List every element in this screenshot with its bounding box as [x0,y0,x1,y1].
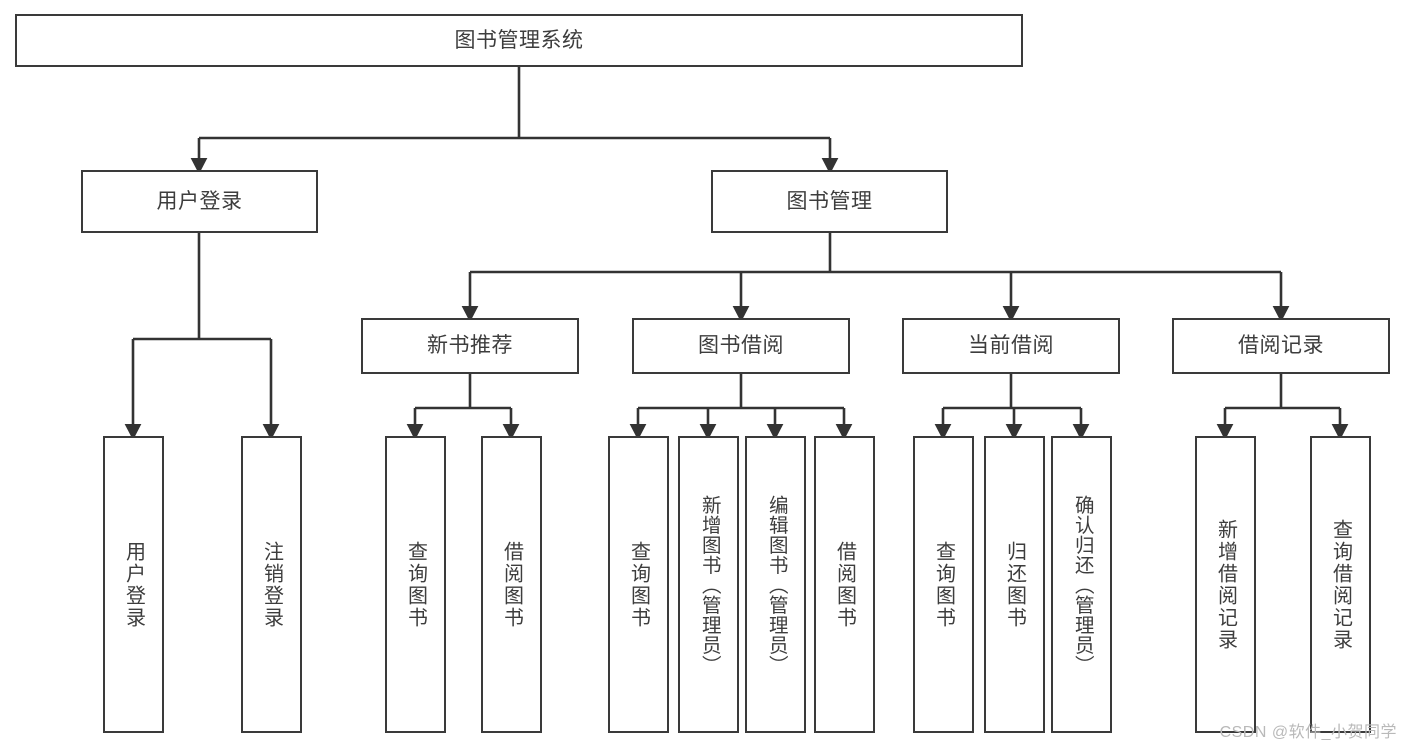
node-current-borrow-label: 当前借阅 [968,334,1054,358]
node-leaf-return-book-label: 归还图书 [1003,540,1026,629]
node-leaf-confirm-return-label: 确认归还（管理员） [1071,494,1094,675]
node-new-book-recommend-label: 新书推荐 [427,334,513,358]
node-leaf-logout-label: 注销登录 [260,540,283,629]
node-book-borrow[interactable]: 图书借阅 [632,318,850,374]
node-borrow-record-label: 借阅记录 [1238,334,1324,358]
node-leaf-add-record-label: 新增借阅记录 [1214,518,1237,651]
node-current-borrow[interactable]: 当前借阅 [902,318,1120,374]
node-leaf-query-record-label: 查询借阅记录 [1329,518,1352,651]
node-leaf-query-record[interactable]: 查询借阅记录 [1310,436,1371,733]
node-new-book-recommend[interactable]: 新书推荐 [361,318,579,374]
node-leaf-user-login-label: 用户登录 [122,540,145,629]
node-book-borrow-label: 图书借阅 [698,334,784,358]
node-leaf-query-book-borrow-label: 查询图书 [627,540,650,629]
node-user-login-label: 用户登录 [156,189,243,213]
node-leaf-borrow-book[interactable]: 借阅图书 [814,436,875,733]
node-leaf-edit-book-label: 编辑图书（管理员） [765,494,788,675]
node-leaf-borrow-book-label: 借阅图书 [833,540,856,629]
node-leaf-add-record[interactable]: 新增借阅记录 [1195,436,1256,733]
watermark-text: CSDN @软件_小贺同学 [1219,724,1397,741]
node-leaf-query-book-borrow[interactable]: 查询图书 [608,436,669,733]
node-book-manage-label: 图书管理 [786,189,873,213]
node-leaf-return-book[interactable]: 归还图书 [984,436,1045,733]
node-leaf-add-book-label: 新增图书（管理员） [698,494,721,675]
node-leaf-query-book-cur-label: 查询图书 [932,540,955,629]
node-leaf-add-book[interactable]: 新增图书（管理员） [678,436,739,733]
node-borrow-record[interactable]: 借阅记录 [1172,318,1390,374]
node-leaf-query-book-rec-label: 查询图书 [404,540,427,629]
node-leaf-borrow-book-rec[interactable]: 借阅图书 [481,436,542,733]
node-root-label: 图书管理系统 [454,28,584,52]
node-leaf-logout[interactable]: 注销登录 [241,436,302,733]
node-leaf-edit-book[interactable]: 编辑图书（管理员） [745,436,806,733]
node-book-manage[interactable]: 图书管理 [711,170,948,233]
node-leaf-borrow-book-rec-label: 借阅图书 [500,540,523,629]
node-leaf-confirm-return[interactable]: 确认归还（管理员） [1051,436,1112,733]
node-leaf-query-book-rec[interactable]: 查询图书 [385,436,446,733]
node-user-login[interactable]: 用户登录 [81,170,318,233]
node-leaf-user-login[interactable]: 用户登录 [103,436,164,733]
node-root[interactable]: 图书管理系统 [15,14,1023,67]
node-leaf-query-book-cur[interactable]: 查询图书 [913,436,974,733]
